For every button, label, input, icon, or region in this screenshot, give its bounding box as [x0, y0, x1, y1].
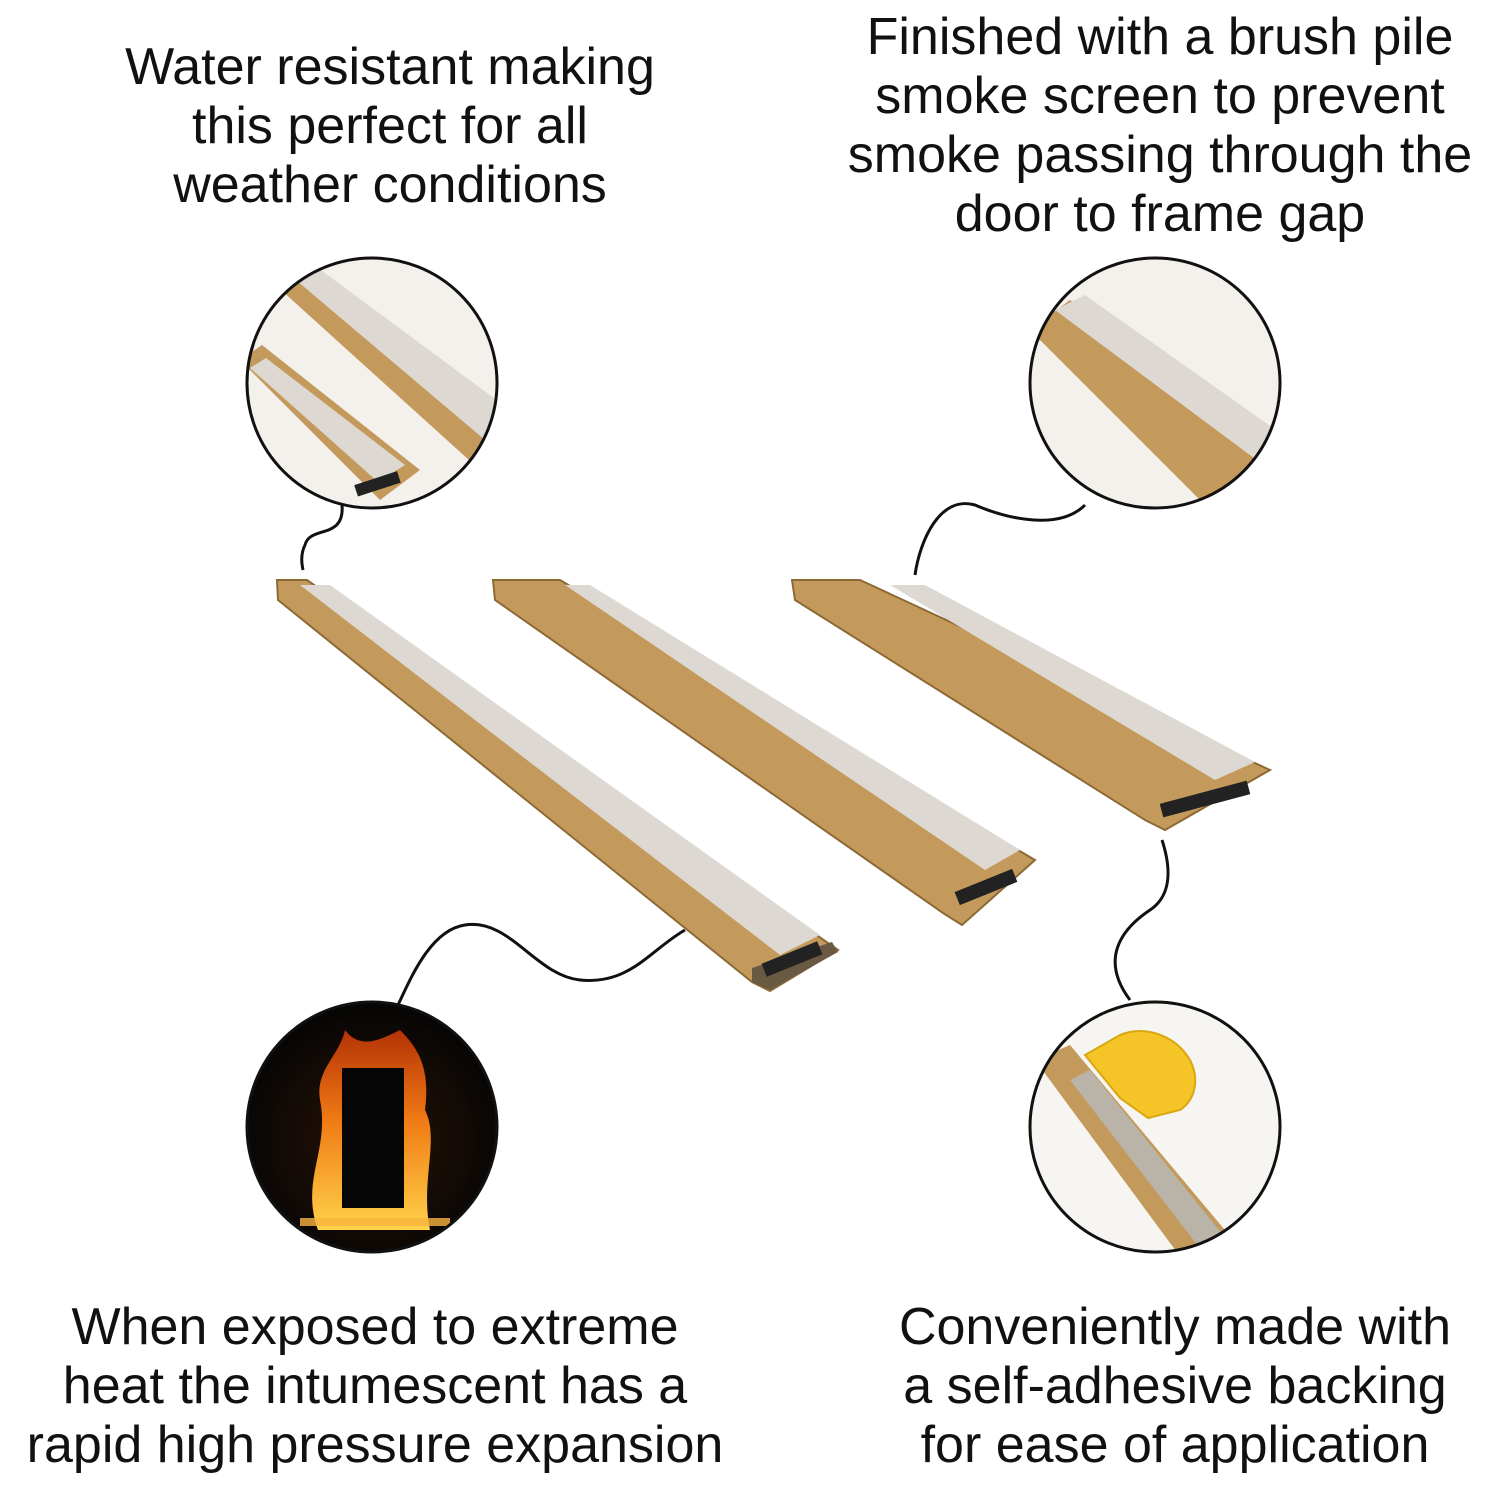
caption-line: heat the intumescent has a [62, 1357, 688, 1415]
caption-line: smoke passing through the [847, 126, 1473, 184]
callout-line-bottom-left [396, 922, 686, 1006]
caption-line: Water resistant making [125, 38, 655, 96]
caption-line: weather conditions [173, 156, 607, 214]
seal-strip-left [275, 579, 840, 993]
detail-circle-fire-door [245, 1000, 499, 1254]
callout-line-top-left [300, 504, 344, 571]
seal-strip-right [790, 579, 1273, 832]
detail-circle-water-resistant [245, 256, 499, 510]
seal-strip-middle [491, 579, 1037, 927]
caption-brush-pile: Finished with a brush pile smoke screen … [810, 8, 1500, 244]
caption-line: When exposed to extreme [71, 1298, 679, 1356]
caption-intumescent: When exposed to extreme heat the intumes… [0, 1298, 750, 1475]
caption-line: rapid high pressure expansion [26, 1416, 724, 1474]
callout-line-top-right [913, 502, 1087, 576]
caption-line: this perfect for all [192, 97, 588, 155]
caption-line: Finished with a brush pile [866, 8, 1454, 66]
callout-line-bottom-right [1113, 839, 1170, 1001]
caption-line: a self-adhesive backing [903, 1357, 1447, 1415]
caption-self-adhesive: Conveniently made with a self-adhesive b… [805, 1298, 1500, 1475]
caption-line: Conveniently made with [898, 1298, 1452, 1356]
caption-line: door to frame gap [954, 185, 1366, 243]
caption-line: for ease of application [920, 1416, 1430, 1474]
caption-line: smoke screen to prevent [875, 67, 1445, 125]
caption-water-resistant: Water resistant making this perfect for … [40, 38, 740, 215]
detail-circle-brush-pile [1028, 256, 1282, 510]
detail-circle-adhesive [1028, 1000, 1282, 1254]
